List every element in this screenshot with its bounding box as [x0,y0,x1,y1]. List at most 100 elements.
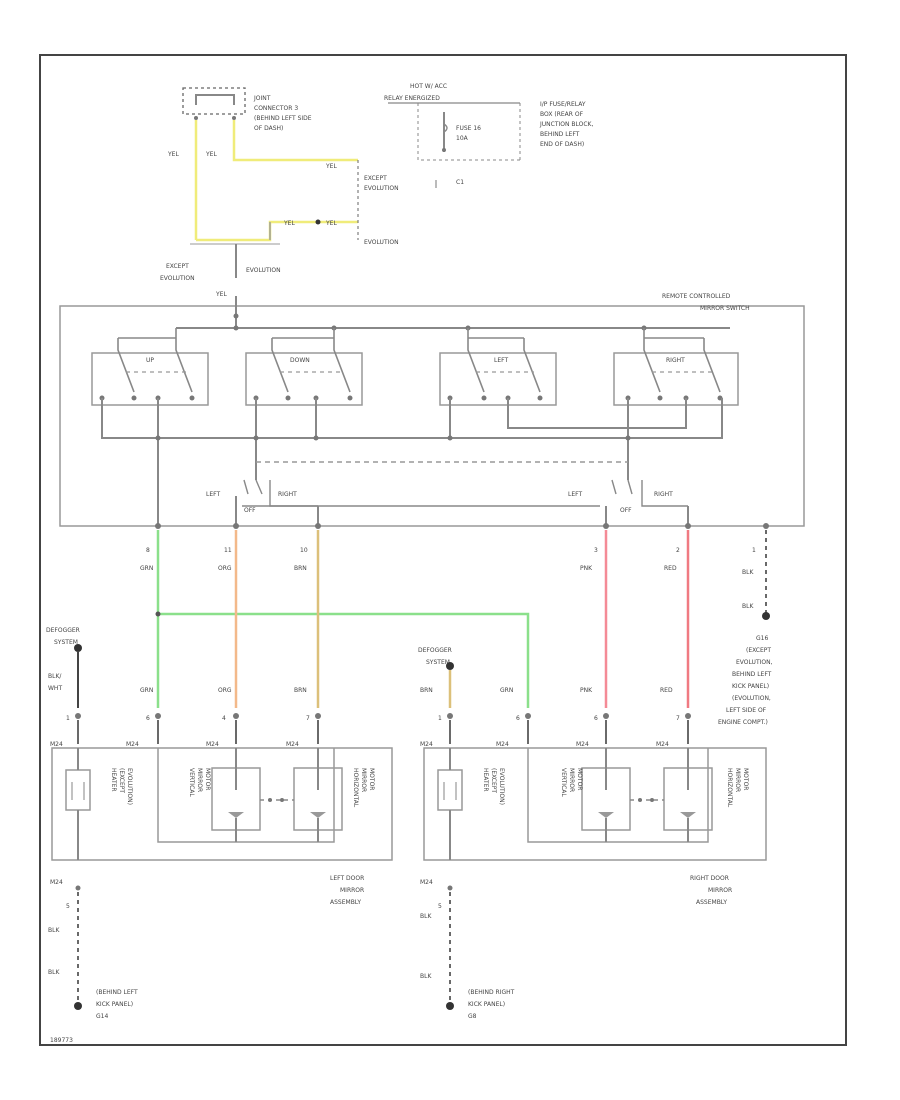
svg-text:M24: M24 [126,741,139,748]
svg-text:HORIZONTAL: HORIZONTAL [352,768,359,808]
svg-text:M24: M24 [286,741,299,748]
joint-connector-label-1: JOINT [253,95,271,102]
joint-connector-label-2: CONNECTOR 3 [254,105,298,112]
defogger-left-label-1: DEFOGGER [46,627,80,634]
left-wire-top2: WHT [48,685,62,692]
svg-text:G14: G14 [96,1013,108,1020]
wire-top-pin-3: 10 [300,547,308,554]
harness-wires: 8 GRN 11 ORG 10 BRN 3 PNK 2 RED 1 BLK BL… [140,530,770,708]
svg-text:1: 1 [66,715,70,722]
svg-text:KICK PANEL): KICK PANEL) [96,1001,133,1008]
except-label-1b: EVOLUTION [364,185,399,192]
svg-text:M24: M24 [206,741,219,748]
wire-top-pin-6: 1 [752,547,756,554]
evolution-bracket: EXCEPT EVOLUTION EVOLUTION EXCEPT EVOLUT… [160,160,437,282]
wire-top-color-5: RED [664,565,677,572]
right-mirror-name-3: ASSEMBLY [696,899,727,906]
svg-text:(EXCEPT: (EXCEPT [490,768,497,793]
wire-top-color-4: PNK [580,565,593,572]
except-label-1: EXCEPT [364,175,387,182]
right-mirror: DEFOGGER SYSTEM BRN GRN PNK RED 1 6 6 7 … [418,647,767,1020]
wire-label-yel-e: YEL [325,220,337,227]
svg-text:5: 5 [66,903,70,910]
left-mirror-name-1: LEFT DOOR [330,875,364,882]
wire-top-pin-5: 2 [676,547,680,554]
evolution-label-2: EVOLUTION [246,267,281,274]
svg-text:RED: RED [660,687,673,694]
wire-top-color-6: BLK [742,569,754,576]
fuse-block: HOT W/ ACC RELAY ENERGIZED FUSE 16 10A I… [384,83,593,186]
svg-text:EVOLUTION): EVOLUTION) [498,768,505,805]
fuse-hot-label: HOT W/ ACC [410,83,447,90]
selector-off-b: OFF [620,507,632,514]
yel-wires: YEL YEL YEL YEL YEL YEL [167,120,358,298]
wire-top-pin-4: 3 [594,547,598,554]
left-mirror-name-2: MIRROR [340,887,364,894]
svg-text:KICK PANEL): KICK PANEL) [732,683,769,690]
svg-text:M24: M24 [656,741,669,748]
selector-left-b: LEFT [568,491,582,498]
fuse-location-5: END OF DASH) [540,141,584,148]
wire-label-yel-f: YEL [215,291,227,298]
fuse-amps-label: 10A [456,135,469,142]
mirror-switch: REMOTE CONTROLLED MIRROR SWITCH UP DOWN … [59,293,805,527]
svg-text:MIRROR: MIRROR [196,768,203,792]
svg-text:LEFT SIDE OF: LEFT SIDE OF [726,707,767,714]
wire-top-pin-2: 11 [224,547,232,554]
fuse-relay-label: RELAY ENERGIZED [384,95,440,102]
svg-text:(EVOLUTION,: (EVOLUTION, [732,695,771,702]
fuse-location-2: BOX (REAR OF [540,111,584,118]
switch-title-2: MIRROR SWITCH [700,305,750,312]
svg-text:7: 7 [676,715,680,722]
diagram-code: 189773 [50,1037,73,1044]
wire-label-yel-d: YEL [283,220,295,227]
svg-text:G8: G8 [468,1013,477,1020]
svg-text:6: 6 [516,715,520,722]
svg-text:PNK: PNK [580,687,593,694]
svg-text:M24: M24 [420,879,433,886]
left-wire-color-4: BRN [294,687,307,694]
svg-text:1: 1 [438,715,442,722]
key-left-label: LEFT [494,357,508,364]
svg-text:GRN: GRN [500,687,513,694]
svg-text:HEATER: HEATER [482,768,489,792]
joint-connector: JOINT CONNECTOR 3 (BEHIND LEFT SIDE OF D… [182,87,312,132]
svg-text:5: 5 [438,903,442,910]
svg-text:MOTOR: MOTOR [576,768,583,790]
left-wire-color-3: ORG [218,687,232,694]
right-mirror-name-2: MIRROR [708,887,732,894]
svg-text:(EXCEPT: (EXCEPT [118,768,125,793]
svg-text:7: 7 [306,715,310,722]
svg-text:G16: G16 [756,635,768,642]
svg-text:BLK: BLK [48,927,60,934]
ground-g16: G16 (EXCEPT EVOLUTION, BEHIND LEFT KICK … [718,635,773,726]
svg-text:M24: M24 [50,879,63,886]
svg-text:4: 4 [222,715,226,722]
svg-text:MOTOR: MOTOR [204,768,211,790]
key-up-label: UP [146,357,154,364]
svg-text:ENGINE COMPT.): ENGINE COMPT.) [718,719,768,726]
svg-text:MOTOR: MOTOR [368,768,375,790]
svg-text:M24: M24 [50,741,63,748]
svg-text:MIRROR: MIRROR [568,768,575,792]
svg-text:BLK: BLK [420,973,432,980]
svg-text:6: 6 [594,715,598,722]
svg-text:BLK: BLK [420,913,432,920]
key-right-label: RIGHT [666,357,685,364]
diagram-frame [39,54,847,1046]
left-wire-top: BLK/ [48,673,62,680]
switch-title-1: REMOTE CONTROLLED [662,293,731,300]
except-label-2b: EVOLUTION [160,275,195,282]
wire-label-yel-b: YEL [205,151,217,158]
wire-top-color-1: GRN [140,565,153,572]
key-down-label: DOWN [290,357,310,364]
svg-text:BRN: BRN [420,687,433,694]
svg-text:(EXCEPT: (EXCEPT [746,647,771,654]
svg-text:(BEHIND RIGHT: (BEHIND RIGHT [468,989,515,996]
fuse-location-4: BEHIND LEFT [540,131,580,138]
joint-connector-label-3: (BEHIND LEFT SIDE [254,115,312,122]
svg-text:VERTICAL: VERTICAL [560,768,567,797]
evolution-label-1: EVOLUTION [364,239,399,246]
left-wire-color-2: GRN [140,687,153,694]
